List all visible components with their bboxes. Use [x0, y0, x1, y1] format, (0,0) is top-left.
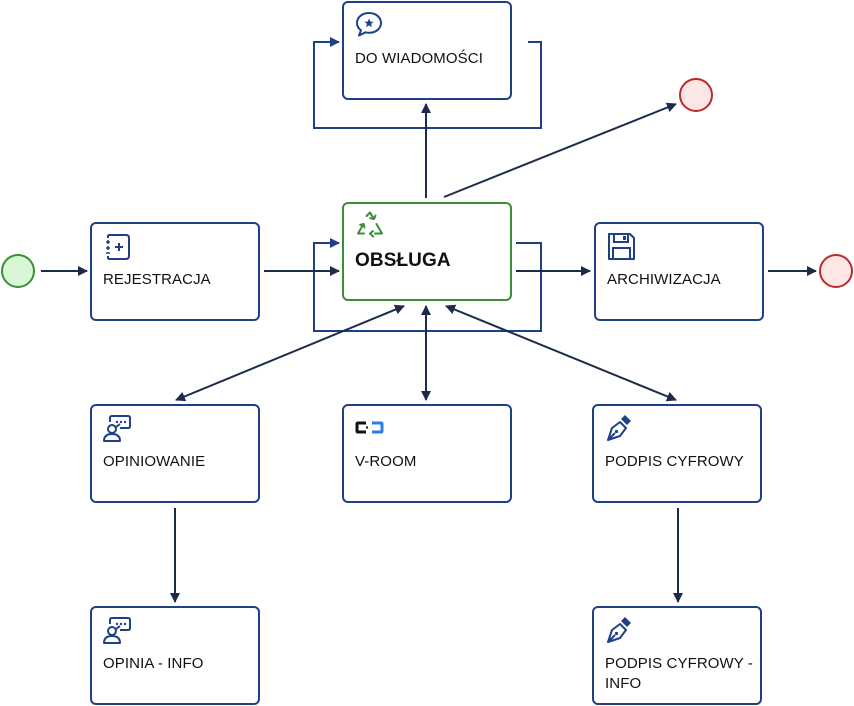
task-rejestracja[interactable]: REJESTRACJA	[90, 222, 260, 321]
person-comment-icon	[103, 617, 131, 644]
task-label: REJESTRACJA	[103, 271, 211, 288]
v-room-logo-icon	[355, 421, 384, 434]
recycle-icon	[357, 211, 383, 238]
task-archiwizacja[interactable]: ARCHIWIZACJA	[594, 222, 764, 321]
task-label: V-ROOM	[355, 453, 417, 470]
task-do-wiadomosci[interactable]: DO WIADOMOŚCI	[342, 1, 512, 100]
task-label: OBSŁUGA	[355, 250, 451, 271]
person-comment-icon	[103, 415, 131, 442]
end-event-right[interactable]	[819, 254, 853, 288]
register-add-icon	[106, 234, 130, 260]
task-opinia-info[interactable]: OPINIA - INFO	[90, 606, 260, 705]
task-label: OPINIOWANIE	[103, 453, 206, 470]
chat-star-icon	[356, 12, 382, 37]
task-label: OPINIA - INFO	[103, 655, 204, 672]
fountain-pen-icon	[607, 617, 631, 643]
task-obsluga[interactable]: OBSŁUGA	[342, 202, 512, 301]
connector-obsluga-podpis-cyfrowy[interactable]	[445, 304, 677, 402]
connector-obsluga-to-end-top[interactable]	[443, 102, 677, 198]
end-event-top[interactable]	[679, 78, 713, 112]
task-v-room[interactable]: V-ROOM	[342, 404, 512, 503]
task-podpis-cyfrowy[interactable]: PODPIS CYFROWY	[592, 404, 762, 503]
connector-obsluga-opiniowanie[interactable]	[175, 304, 405, 402]
task-label: DO WIADOMOŚCI	[355, 50, 483, 67]
task-opiniowanie[interactable]: OPINIOWANIE	[90, 404, 260, 503]
floppy-disk-icon	[608, 233, 635, 260]
connector-do-wiadomosci-self-loop[interactable]	[313, 37, 542, 129]
task-label: ARCHIWIZACJA	[607, 271, 721, 288]
task-label: PODPIS CYFROWY	[605, 453, 744, 470]
start-event[interactable]	[1, 254, 35, 288]
task-label: PODPIS CYFROWY - INFO	[605, 655, 754, 692]
task-podpis-cyfrowy-info[interactable]: PODPIS CYFROWY - INFO	[592, 606, 762, 705]
fountain-pen-icon	[607, 415, 631, 441]
